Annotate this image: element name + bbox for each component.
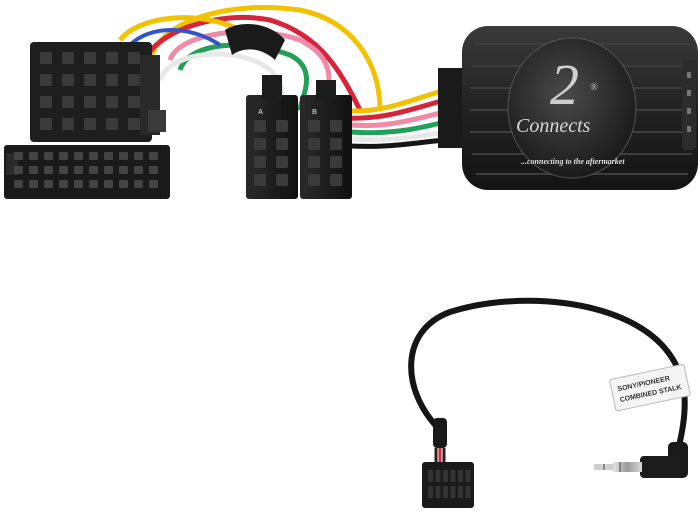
connector-pin [59,166,68,174]
connector-pin [74,152,83,160]
connector-pin [134,180,143,188]
connector-pin [106,74,118,86]
connector-pins [428,470,471,498]
vehicle-connector-large [4,42,170,199]
connector-pins [14,52,158,188]
connector-pin [128,118,140,130]
brand-tagline: ...connecting to the aftermarket [521,157,625,166]
connector-pin [104,152,113,160]
connector-pin [276,156,288,168]
connector-pin [428,470,433,482]
brand-name: Connects [516,115,591,137]
brand-number: 2 [550,52,579,117]
connector-pin [84,52,96,64]
connector-pin [62,96,74,108]
connector-pin [428,486,433,498]
connector-pin [106,96,118,108]
interface-box: 2 ® Connects ...connecting to the afterm… [438,26,698,190]
connector-pin [29,180,38,188]
connector-pin [89,166,98,174]
connector-pin [254,120,266,132]
connector-pin [308,174,320,186]
connector-pin [128,52,140,64]
connector-pin [14,152,23,160]
connector-pin [450,486,456,498]
patch-cable: SONY/PIONEER COMBINED STALK [408,297,691,508]
pin-label-a: A [258,109,263,116]
connector-pin [330,138,342,150]
connector-pin [330,156,342,168]
connector-pin [435,486,441,498]
connector-pin [74,166,83,174]
connector-pin [254,156,266,168]
connector-pin [330,174,342,186]
connector-pin [134,166,143,174]
connector-pin [119,166,128,174]
connector-pin [62,118,74,130]
connector-pin [106,118,118,130]
connector-pin [89,152,98,160]
wire-loom [118,5,446,149]
connector-pin [44,152,53,160]
connector-pin [128,96,140,108]
connector-pin [40,118,52,130]
connector-pin [84,96,96,108]
connector-pin [119,152,128,160]
connector-pin [254,174,266,186]
connector-pin [29,166,38,174]
connector-pin [84,74,96,86]
connector-pins [308,120,342,186]
connector-pin [59,180,68,188]
connector-pin [149,152,158,160]
connector-pin [104,180,113,188]
connector-pin [40,52,52,64]
connector-pin [458,486,463,498]
connector-pin [134,152,143,160]
connector-pin [450,470,456,482]
connector-pin [62,52,74,64]
connector-pin [14,180,23,188]
connector-pin [465,470,471,482]
connector-pin [443,470,448,482]
connector-pin [443,486,448,498]
connector-pin [104,166,113,174]
iso-connector-a: A [246,75,298,199]
connector-pin [435,470,441,482]
connector-pin [29,152,38,160]
connector-pin [40,96,52,108]
connector-pin [308,138,320,150]
connector-pin [62,74,74,86]
connector-pin [59,152,68,160]
connector-pin [276,120,288,132]
connector-pins [254,120,288,186]
connector-pin [89,180,98,188]
connector-pin [119,180,128,188]
connector-pin [128,74,140,86]
pin-label-b: B [312,109,317,116]
connector-pin [14,166,23,174]
connector-pin [44,180,53,188]
connector-pin [276,138,288,150]
connector-pin [40,74,52,86]
connector-pin [149,166,158,174]
cable-label-sticker: SONY/PIONEER COMBINED STALK [609,363,691,412]
connector-pin [106,52,118,64]
connector-pin [84,118,96,130]
connector-pin [254,138,266,150]
connector-pin [44,166,53,174]
connector-pin [458,470,463,482]
connector-pin [308,156,320,168]
iso-connector-b: B [300,80,352,199]
connector-pin [330,120,342,132]
connector-pin [74,180,83,188]
connector-pin [308,120,320,132]
connector-pin [276,174,288,186]
brand-mark: ® [590,82,598,93]
connector-pin [465,486,471,498]
connector-pin [149,180,158,188]
